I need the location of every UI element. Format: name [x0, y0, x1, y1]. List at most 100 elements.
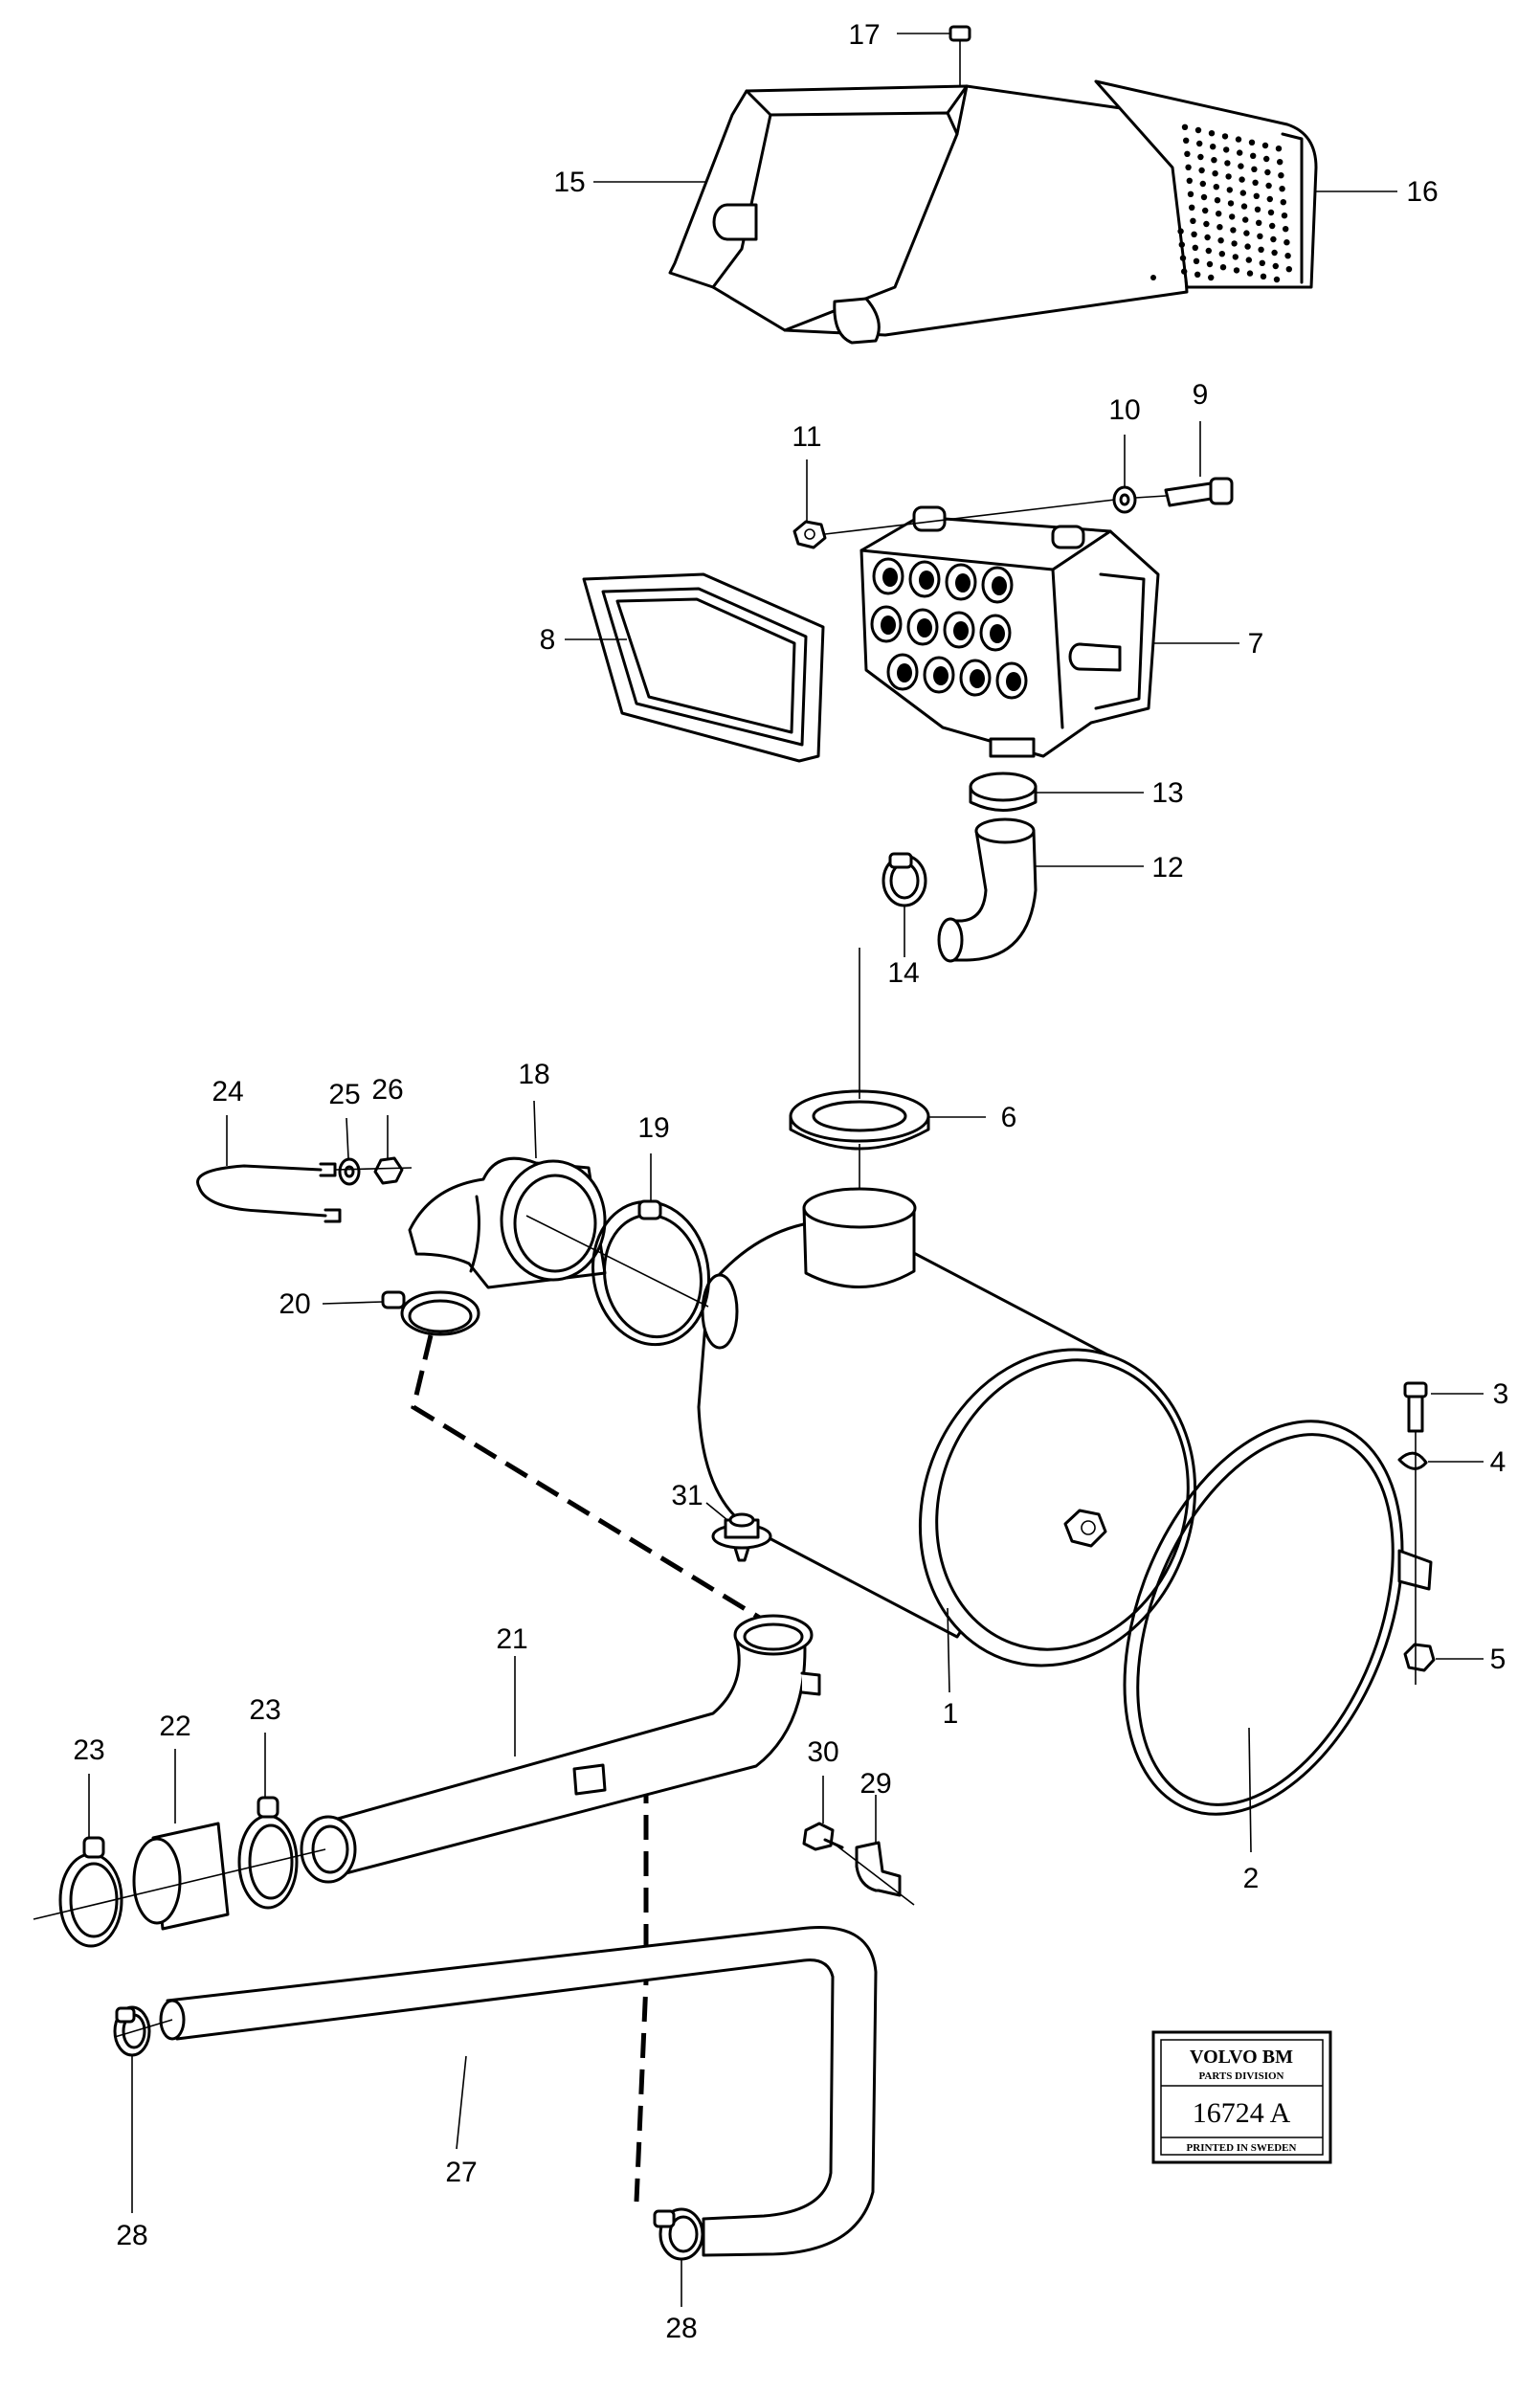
mesh-hole — [1219, 264, 1227, 271]
clamp-ring-part-19 — [591, 1199, 711, 1347]
callout-28-left: 28 — [116, 2220, 147, 2251]
callout-26: 26 — [371, 1074, 403, 1106]
cyclone-cells — [870, 557, 1028, 700]
callout-10: 10 — [1108, 394, 1140, 426]
cyclone-tube-bore — [897, 663, 912, 682]
mesh-hole — [1283, 226, 1289, 233]
callout-7: 7 — [1248, 628, 1264, 660]
mesh-hole — [1242, 216, 1249, 223]
cyclone-tube-bore — [990, 624, 1005, 643]
mesh-hole — [1190, 217, 1196, 224]
mesh-hole — [1206, 260, 1214, 268]
mesh-hole — [1194, 126, 1202, 134]
mesh-hole — [1271, 249, 1278, 257]
mesh-hole — [1272, 262, 1280, 270]
callout-18: 18 — [518, 1059, 549, 1090]
mesh-hole — [1275, 145, 1283, 152]
mesh-hole — [1250, 152, 1257, 159]
mesh-hole — [1181, 268, 1188, 275]
mesh-hole — [1218, 251, 1226, 257]
callout-5: 5 — [1490, 1644, 1507, 1675]
mesh-hole — [1285, 266, 1293, 273]
callout-29: 29 — [859, 1768, 891, 1800]
callout-2: 2 — [1243, 1863, 1260, 1894]
mesh-hole — [1204, 234, 1211, 241]
callout-23-lower: 23 — [73, 1734, 104, 1766]
callout-16: 16 — [1406, 176, 1438, 208]
mesh-hole — [1284, 253, 1291, 259]
mesh-hole — [1246, 270, 1254, 277]
mesh-hole — [1278, 172, 1284, 179]
cyclone-tube-bore — [881, 615, 896, 635]
washer-part-25 — [338, 1157, 361, 1186]
callout-31: 31 — [671, 1480, 703, 1511]
valve-part-31 — [711, 1512, 772, 1562]
callout-13: 13 — [1151, 777, 1183, 809]
callout-17: 17 — [848, 19, 880, 51]
clamp-part-13 — [969, 772, 1038, 812]
hose-clamp-part-28-right — [653, 2207, 704, 2261]
mounting-strap-part-2 — [1123, 1420, 1433, 1816]
mesh-hole — [1211, 157, 1217, 164]
bolt-part-3 — [1403, 1381, 1428, 1433]
mesh-hole — [1202, 207, 1209, 214]
mesh-hole — [1260, 273, 1267, 280]
mesh-hole — [1233, 267, 1240, 274]
air-cleaner-part-1 — [697, 1187, 1197, 1667]
mesh-hole — [1270, 235, 1277, 243]
mesh-hole — [1269, 222, 1276, 230]
mesh-hole — [1183, 137, 1190, 144]
sleeve-part-22 — [132, 1822, 230, 1931]
mesh-hole — [1230, 227, 1237, 234]
mesh-hole — [1231, 240, 1238, 247]
mesh-hole — [1200, 193, 1208, 201]
mesh-hole — [1239, 176, 1245, 183]
mesh-hole — [1224, 160, 1231, 167]
mesh-hole — [1212, 170, 1218, 177]
clamp-part-20 — [381, 1290, 480, 1336]
mesh-hole — [1223, 146, 1230, 153]
mesh-hole — [1267, 209, 1275, 216]
mesh-hole — [1196, 140, 1203, 147]
intake-pipe-part-21 — [300, 1614, 821, 1884]
callout-21: 21 — [496, 1623, 527, 1655]
washer-part-4 — [1397, 1451, 1428, 1470]
callout-labels: 17 15 16 9 10 11 8 7 13 12 14 6 18 19 24… — [73, 19, 1508, 2344]
mesh-hole — [1239, 190, 1247, 196]
intake-hood-part-15 — [668, 84, 1189, 345]
mesh-hole — [1208, 130, 1216, 137]
mesh-hole — [1221, 133, 1229, 140]
callout-24: 24 — [212, 1076, 243, 1108]
mesh-hole — [1203, 220, 1210, 228]
cyclone-tube-bore — [882, 568, 898, 587]
mesh-hole — [1244, 243, 1251, 250]
mesh-hole — [1266, 195, 1274, 203]
callout-12: 12 — [1151, 852, 1183, 884]
mesh-hole — [1279, 186, 1285, 192]
mesh-hole — [1245, 257, 1253, 263]
stamp-printed: PRINTED IN SWEDEN — [1187, 2142, 1297, 2154]
callout-22: 22 — [159, 1711, 190, 1742]
callout-6: 6 — [1001, 1102, 1017, 1133]
callout-28-right: 28 — [665, 2313, 697, 2344]
mesh-hole — [1197, 153, 1204, 161]
mesh-hole — [1281, 213, 1288, 219]
mesh-hole — [1238, 163, 1244, 169]
callout-30: 30 — [807, 1736, 838, 1768]
callout-4: 4 — [1490, 1446, 1507, 1478]
callout-9: 9 — [1193, 379, 1209, 411]
mesh-hole — [1277, 159, 1283, 166]
mesh-hole — [1217, 237, 1224, 244]
clamp-part-23-left — [58, 1836, 123, 1948]
mesh-hole — [1251, 166, 1258, 172]
mesh-hole — [1226, 187, 1234, 193]
cyclone-tube-bore — [919, 571, 934, 590]
callout-3: 3 — [1493, 1378, 1509, 1410]
u-bolt-part-24 — [196, 1162, 342, 1223]
leader-lines — [88, 33, 1484, 2307]
mesh-hole — [1179, 255, 1187, 261]
mesh-hole — [1184, 150, 1191, 157]
mesh-hole — [1258, 246, 1264, 253]
mesh-hole — [1208, 274, 1215, 281]
